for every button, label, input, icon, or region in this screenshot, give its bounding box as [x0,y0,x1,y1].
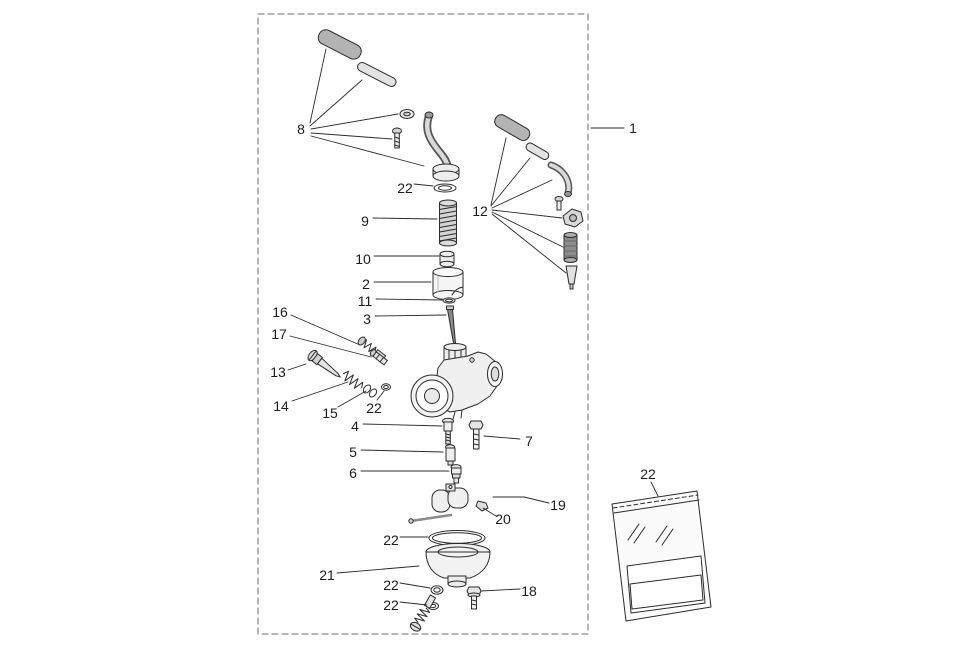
fuel-hose-boot-part [494,114,531,141]
part-label-14: 14 [273,398,289,414]
leader-line-20 [482,507,497,517]
cable-adjuster-nut-part [399,109,415,119]
mount-bolt-part [468,420,484,450]
leader-line-16 [290,314,361,346]
leader-line-5 [360,449,444,453]
fuel-line-group [494,114,584,290]
part-label-17: 17 [271,326,287,342]
spring-seat-part [439,250,455,268]
part-label-7: 7 [525,433,533,449]
leader-line-11 [375,298,443,301]
part-label-20: 20 [495,511,511,527]
leader-line-15 [337,390,367,408]
air-screw-spring-part [343,370,364,389]
fuel-hose-tube-part [525,142,550,160]
throttle-slide-part [432,267,464,300]
leader-lines-layer [287,48,659,606]
leader-line-3 [374,314,447,317]
fuel-screw-part [554,196,564,211]
float-bowl-part [425,543,491,588]
leader-line-8 [309,48,327,124]
fuel-elbow-pipe-part [547,161,573,197]
idle-screw-part [369,349,388,366]
throttle-cable-tube-part [357,61,397,87]
part-label-9: 9 [361,213,369,229]
pilot-jet-part [442,417,454,445]
leader-line-22 [399,582,431,589]
drain-screw-part [409,594,437,632]
part-label-2: 2 [362,276,370,292]
part-label-12: 12 [472,203,488,219]
leader-line-12 [490,137,507,206]
part-label-8: 8 [297,121,305,137]
part-label-4: 4 [351,418,359,434]
parts-bag [611,490,712,622]
part-label-22: 22 [366,400,382,416]
air-screw-washers-part [362,384,378,398]
part-label-1: 1 [629,120,637,136]
fuel-inlet-cone-part [565,265,578,290]
leader-line-19 [492,496,550,504]
boundary-dashed-box [257,13,589,635]
leader-line-8 [310,135,425,167]
leader-line-12 [491,179,553,209]
main-jet-part [450,464,462,484]
air-screw-part [307,349,341,378]
part-label-6: 6 [349,465,357,481]
leader-line-22 [376,390,385,401]
leader-line-17 [289,335,372,358]
leader-line-4 [362,423,443,427]
fuel-joint-part [562,208,584,228]
leader-line-8 [309,79,363,127]
needle-jet-part [445,444,456,466]
part-label-13: 13 [270,364,286,380]
part-label-5: 5 [349,444,357,460]
carburetor-body [410,343,503,420]
part-label-11: 11 [358,293,373,309]
leader-line-18 [480,588,521,592]
leader-line-12 [491,213,567,274]
float-pin-part [408,513,453,524]
part-label-22: 22 [383,577,399,593]
leader-line-9 [372,217,438,220]
part-label-18: 18 [521,583,537,599]
leader-line-8 [310,113,399,130]
part-label-19: 19 [550,497,566,513]
part-label-22: 22 [383,597,399,613]
part-label-21: 21 [319,567,335,583]
bowl-screw-part [466,586,482,610]
top-cover-screw-part [392,127,402,149]
leader-line-12 [491,211,564,248]
leader-line-22 [413,183,434,187]
leader-line-22 [650,481,659,497]
leader-line-14 [291,381,349,402]
part-label-22: 22 [640,466,656,482]
top-washer-part [433,183,457,193]
part-label-22: 22 [383,532,399,548]
leader-line-12 [490,157,531,207]
part-label-3: 3 [363,311,371,327]
fuel-filter-part [563,232,578,263]
leader-line-13 [287,363,307,371]
needle-clip-ring-part [442,297,456,304]
float-part [431,483,469,513]
small-o-ring-part [381,383,391,391]
throttle-cable-boot-part [317,29,362,60]
part-label-22: 22 [397,180,413,196]
leader-line-21 [336,565,420,574]
drain-o-ring-part [430,585,444,595]
throttle-cap-pipe-part [423,111,460,182]
part-label-15: 15 [322,405,338,421]
leader-line-8 [310,132,393,140]
leader-line-7 [483,435,521,440]
part-label-16: 16 [272,304,288,320]
leader-line-22 [399,601,428,606]
part-label-10: 10 [355,251,371,267]
leader-line-12 [491,209,563,219]
throttle-return-spring-part [439,199,457,247]
